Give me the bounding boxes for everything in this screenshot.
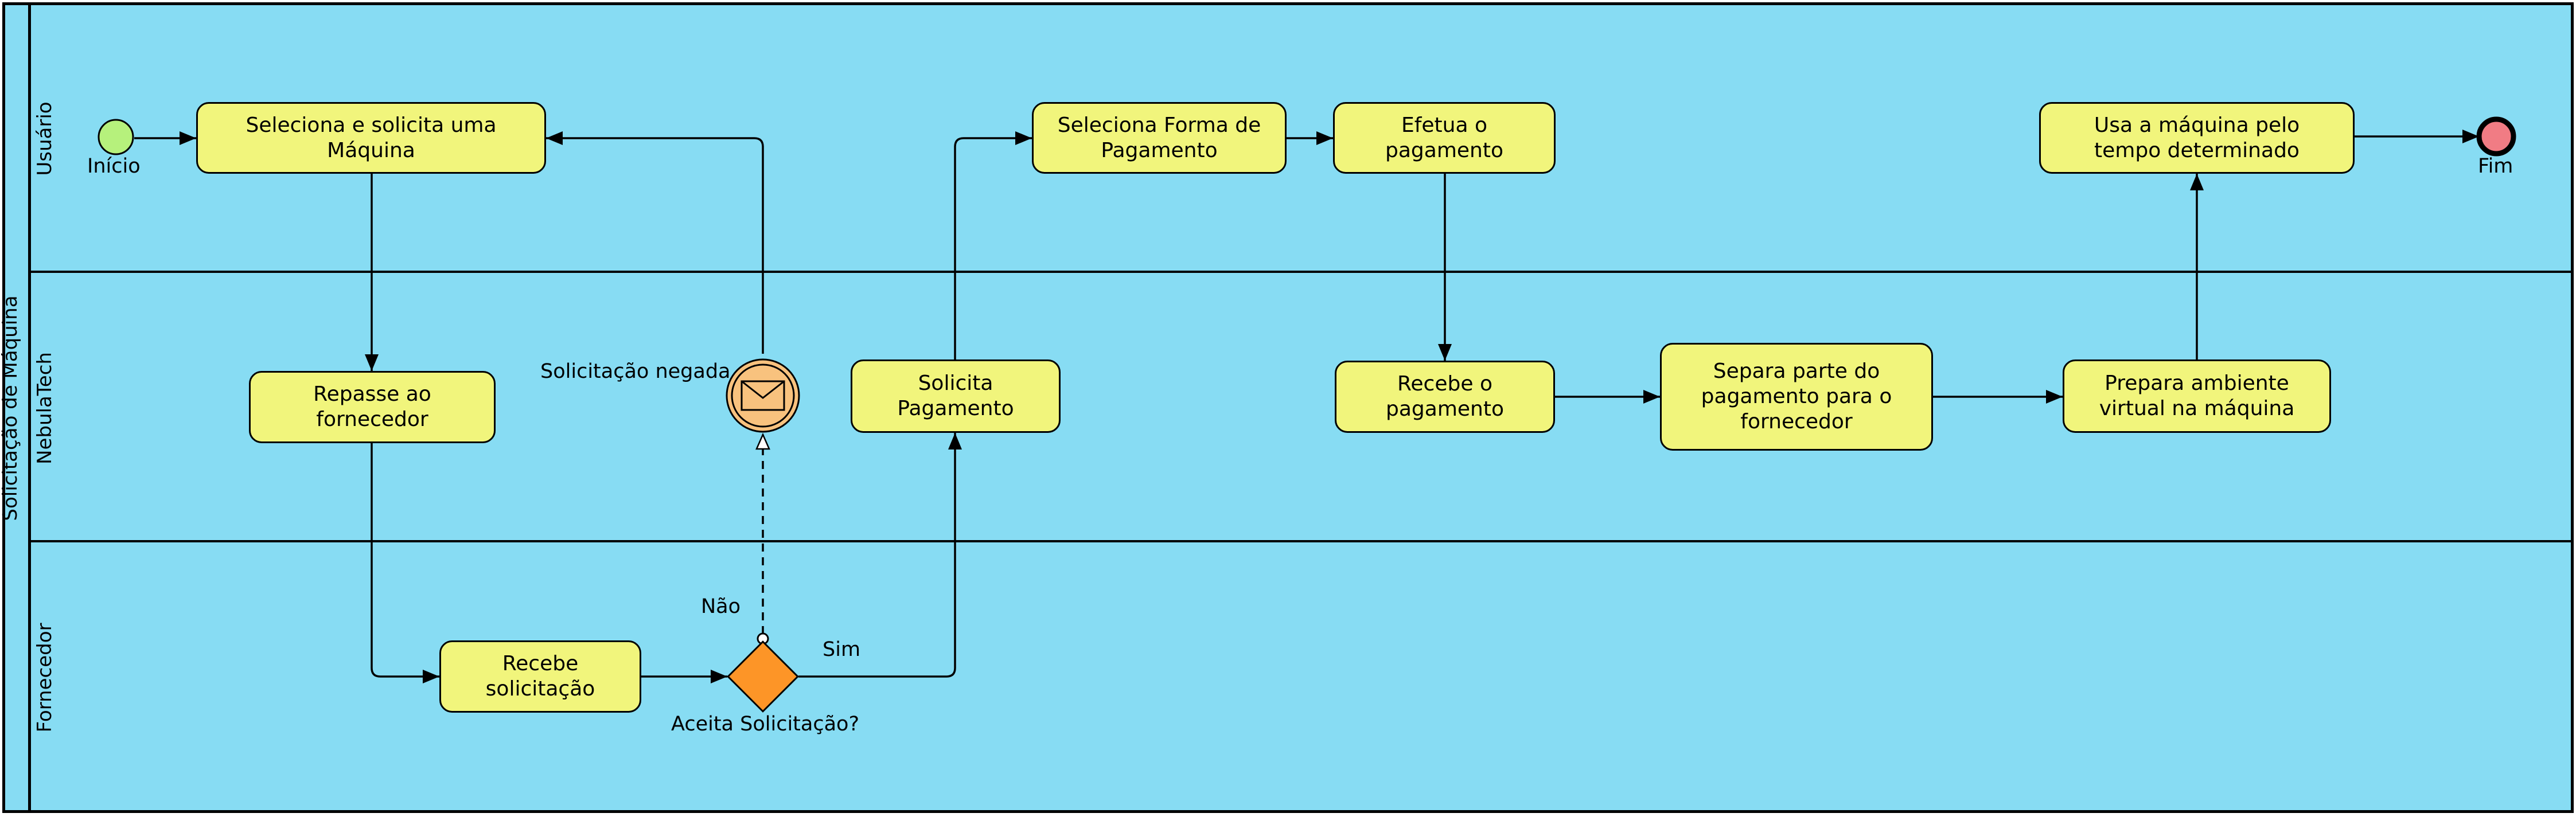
flow-request-to-select-payment [954,131,1032,359]
task-receive-payment[interactable]: Recebe o pagamento [1335,361,1555,433]
exclusive-gateway[interactable] [727,640,799,713]
gateway-yes-label: Sim [823,638,861,661]
task-use-machine[interactable]: Usa a máquina pelo tempo determinado [2039,102,2355,174]
start-event-label: Início [87,155,141,178]
end-event-label: Fim [2478,155,2513,178]
task-receive-request[interactable]: Recebe solicitação [439,640,641,713]
task-select-machine[interactable]: Seleciona e solicita uma Máquina [196,102,546,174]
gateway-label: Aceita Solicitação? [671,713,860,736]
lane-divider [28,540,2574,542]
task-prepare-environment[interactable]: Prepara ambiente virtual na máquina [2063,359,2331,433]
start-event[interactable] [98,119,134,155]
flow-gateway-yes [798,433,962,678]
message-event-label: Solicitação negada [540,360,731,383]
flow-forward-to-receive [371,443,439,683]
task-select-payment[interactable]: Seleciona Forma de Pagamento [1032,102,1287,174]
gateway-no-label: Não [701,595,741,618]
envelope-icon [741,380,785,411]
pool-header-divider [28,2,31,813]
flow-denied-to-select [546,131,764,354]
task-split-payment[interactable]: Separa parte do pagamento para o fornece… [1660,343,1933,451]
task-make-payment[interactable]: Efetua o pagamento [1333,102,1556,174]
task-request-payment[interactable]: Solicita Pagamento [851,359,1061,433]
task-forward-supplier[interactable]: Repasse ao fornecedor [249,371,496,443]
lane-divider [28,271,2574,273]
end-event[interactable] [2476,116,2516,157]
